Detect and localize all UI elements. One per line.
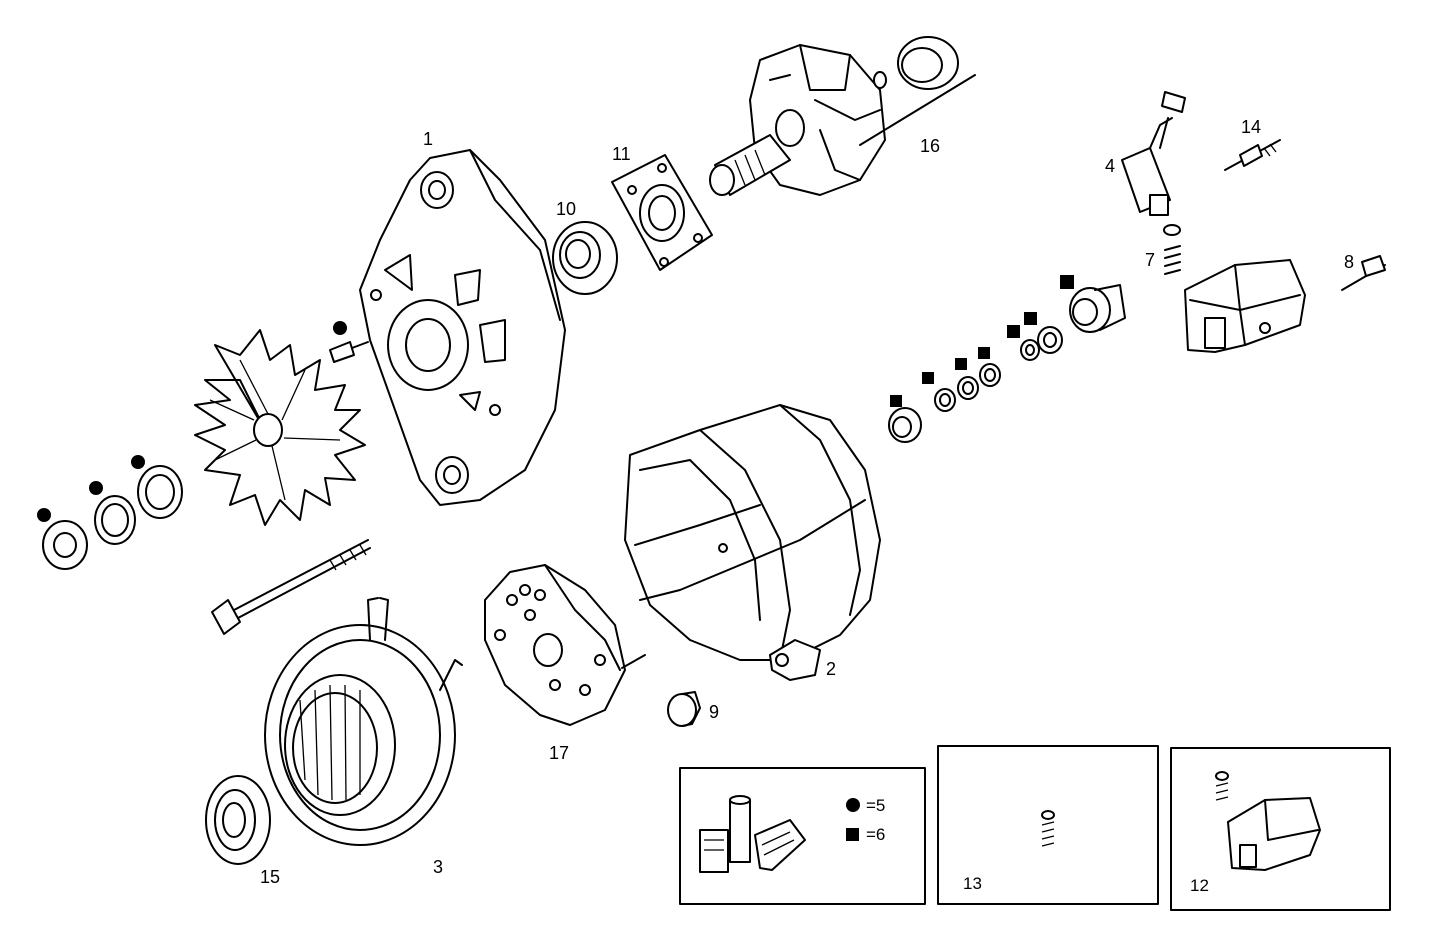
part-labels: 1 2 3 4 7 8 9 10 11 14 15 16 17 — [260, 117, 1354, 887]
screw-14 — [1224, 139, 1281, 171]
small-bolt — [329, 321, 369, 363]
square-marker — [890, 395, 902, 407]
stator-3 — [264, 597, 463, 846]
circle-marker — [89, 481, 103, 495]
label-part-14: 14 — [1241, 117, 1261, 137]
inset-box-13: 13 — [937, 745, 1159, 905]
pulley-nut-stack — [37, 455, 183, 570]
label-part-9: 9 — [709, 702, 719, 722]
retainer-plate-11 — [611, 154, 713, 271]
label-part-1: 1 — [423, 129, 433, 149]
label-part-3: 3 — [433, 857, 443, 877]
label-part-15: 15 — [260, 867, 280, 887]
bush-9 — [667, 691, 701, 727]
label-part-4: 4 — [1105, 156, 1115, 176]
brush-holder-4 — [1121, 91, 1186, 216]
square-marker-legend — [846, 828, 859, 841]
legend-circle-kit: =5 — [866, 796, 885, 815]
spring-7 — [1163, 224, 1181, 275]
label-part-16: 16 — [920, 136, 940, 156]
fan — [194, 329, 366, 526]
legend-square-kit: =6 — [866, 825, 885, 844]
drive-end-bracket — [359, 149, 566, 506]
circle-marker — [333, 321, 347, 335]
voltage-regulator — [1184, 259, 1306, 353]
inset-13-label: 13 — [963, 874, 982, 893]
insulating-parts — [888, 275, 1126, 443]
label-part-11: 11 — [612, 144, 631, 164]
through-bolt — [211, 539, 371, 635]
label-part-2: 2 — [826, 659, 836, 679]
circle-marker-legend — [846, 798, 860, 812]
circle-marker — [131, 455, 145, 469]
label-part-7: 7 — [1145, 250, 1155, 270]
label-part-17: 17 — [549, 743, 569, 763]
screw-8 — [1341, 255, 1386, 291]
bearing-15 — [205, 775, 271, 865]
square-marker — [1060, 275, 1074, 289]
slip-ring-housing-2 — [624, 404, 881, 681]
inset-12-label: 12 — [1190, 876, 1209, 895]
label-part-10: 10 — [556, 199, 576, 219]
rotor-16 — [709, 36, 976, 196]
inset-box-12: 12 — [1170, 747, 1391, 911]
square-marker — [978, 347, 990, 359]
rectifier-17 — [484, 564, 646, 726]
square-marker — [1024, 312, 1037, 325]
circle-marker — [37, 508, 51, 522]
square-marker — [1007, 325, 1020, 338]
square-marker — [955, 358, 967, 370]
square-marker — [922, 372, 934, 384]
kits-legend-box: =5 =6 — [679, 767, 926, 905]
label-part-8: 8 — [1344, 252, 1354, 272]
bearing-10 — [552, 221, 618, 295]
